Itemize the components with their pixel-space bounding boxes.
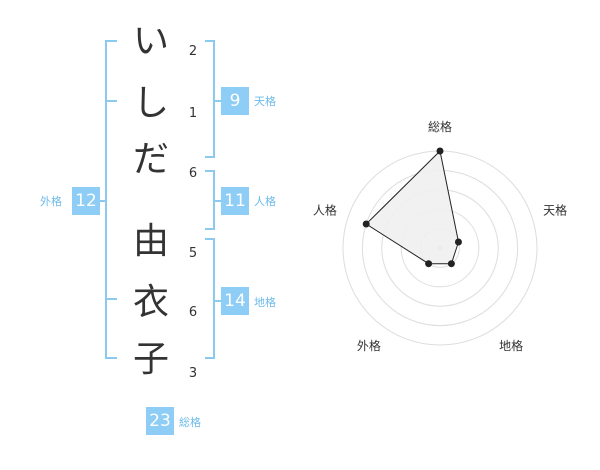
radar-axis-label-2: 天格	[543, 203, 567, 218]
surname-stroke-3: 6	[188, 166, 198, 181]
radar-point-5	[362, 220, 370, 228]
radar-axis-label-3: 地格	[499, 338, 523, 353]
gaikaku-label: 外格	[40, 195, 62, 208]
surname-char-3: だ	[132, 139, 169, 180]
radar-point-1	[436, 147, 444, 155]
given-stroke-3: 3	[188, 366, 198, 381]
radar-point-3	[447, 260, 455, 268]
radar-point-4	[425, 260, 433, 268]
chikaku-badge: 14	[221, 287, 249, 315]
tenkaku-bracket	[205, 40, 215, 158]
tenkaku-badge: 9	[221, 87, 249, 115]
chikaku-bracket	[205, 238, 215, 359]
radar-points	[362, 147, 462, 268]
gaikaku-badge: 12	[72, 187, 100, 215]
surname-char-2: し	[132, 83, 169, 124]
radar-area	[365, 149, 460, 265]
soukaku-label: 総格	[179, 416, 201, 429]
given-stroke-2: 6	[188, 305, 198, 320]
radar-axis-label-4: 外格	[357, 338, 381, 353]
tenkaku-label: 天格	[254, 95, 276, 108]
surname-stroke-2: 1	[188, 106, 198, 121]
surname-char-1: い	[132, 21, 169, 62]
radar-axis-label-1: 総格	[428, 119, 452, 134]
chikaku-label: 地格	[254, 296, 276, 309]
gaikaku-bracket	[105, 40, 117, 359]
given-char-1: 由	[132, 221, 169, 262]
radar-axis-label-5: 人格	[313, 203, 337, 218]
soukaku-badge: 23	[146, 407, 174, 435]
given-char-2: 衣	[132, 282, 169, 323]
jinkaku-label: 人格	[254, 195, 276, 208]
surname-stroke-1: 2	[188, 44, 198, 59]
jinkaku-badge: 11	[221, 187, 249, 215]
given-stroke-1: 5	[188, 246, 198, 261]
given-char-3: 子	[132, 339, 169, 380]
radar-point-2	[454, 238, 462, 246]
